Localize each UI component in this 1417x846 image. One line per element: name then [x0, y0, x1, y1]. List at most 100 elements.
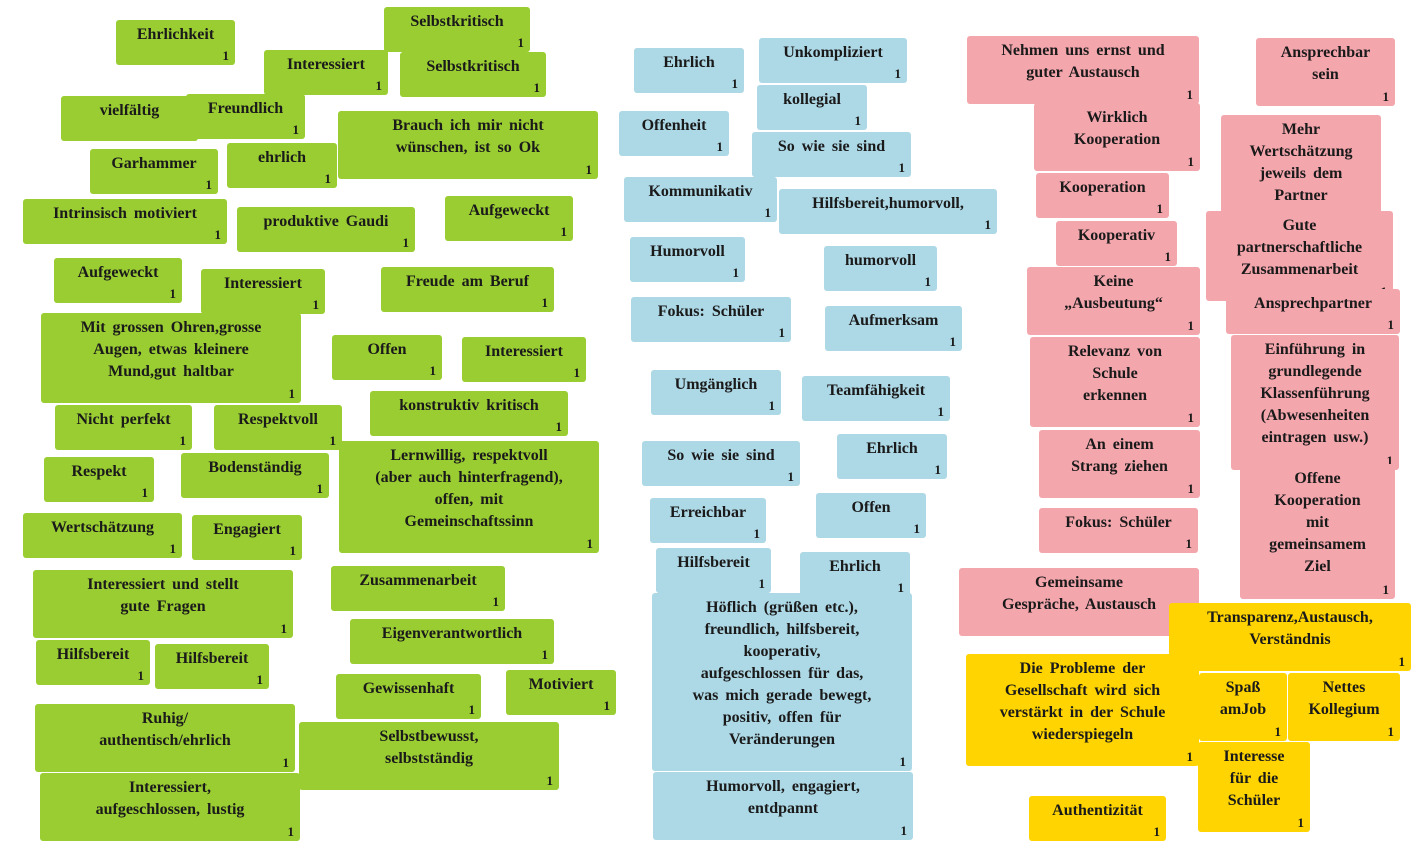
vote-count: 1	[316, 481, 324, 496]
sticky-note-text: Respekt	[71, 463, 127, 480]
sticky-note[interactable]: Höflich (grüßen etc.), freundlich, hilfs…	[652, 593, 912, 771]
sticky-note[interactable]: Mehr Wertschätzung jeweils dem Partner1	[1221, 115, 1381, 227]
vote-count: 1	[573, 365, 581, 380]
sticky-note[interactable]: Keine „Ausbeutung“1	[1027, 267, 1200, 335]
vote-count: 1	[282, 755, 290, 770]
sticky-note-text: Interesse für die Schüler	[1223, 748, 1285, 809]
sticky-note[interactable]: Einführung in grundlegende Klassenführun…	[1231, 335, 1399, 470]
sticky-note-text: Garhammer	[111, 155, 197, 172]
sticky-note-text: humorvoll	[844, 252, 917, 269]
sticky-note[interactable]: Brauch ich mir nicht wünschen, ist so Ok…	[338, 111, 598, 179]
vote-count: 1	[854, 113, 862, 128]
vote-count: 1	[324, 171, 332, 186]
sticky-note-text: Keine „Ausbeutung“	[1064, 273, 1163, 312]
vote-count: 1	[937, 404, 945, 419]
sticky-note-text: Gute partnerschaftliche Zusammenarbeit	[1236, 217, 1363, 278]
sticky-note[interactable]: Hilfsbereit,humorvoll,1	[779, 189, 997, 234]
sticky-note-text: Kooperation	[1059, 179, 1146, 196]
sticky-note[interactable]: Interesse für die Schüler 1	[1198, 742, 1310, 832]
sticky-note[interactable]: Die Probleme der Gesellschaft wird sich …	[966, 654, 1199, 766]
vote-count: 1	[329, 433, 337, 448]
vote-count: 1	[764, 205, 772, 220]
sticky-note[interactable]: vielfältig1	[61, 96, 198, 141]
sticky-note-text: Mit grossen Ohren,grosse Augen, etwas kl…	[80, 319, 262, 380]
sticky-note[interactable]: Mit grossen Ohren,grosse Augen, etwas kl…	[41, 313, 301, 403]
sticky-note[interactable]: Gemeinsame Gespräche, Austausch	[959, 568, 1199, 636]
sticky-note[interactable]: Lernwillig, respektvoll (aber auch hinte…	[339, 441, 599, 553]
vote-count: 1	[900, 823, 908, 838]
vote-count: 1	[1297, 815, 1305, 830]
vote-count: 1	[1185, 536, 1193, 551]
vote-count: 1	[280, 621, 288, 636]
vote-count: 1	[288, 386, 296, 401]
vote-count: 1	[716, 139, 724, 154]
